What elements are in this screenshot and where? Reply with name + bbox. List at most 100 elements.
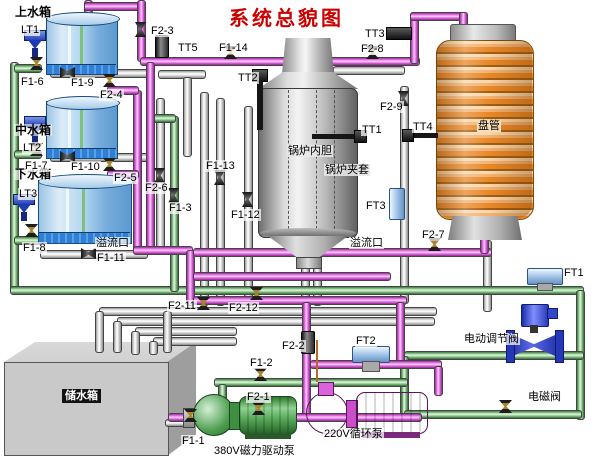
tt4-probe — [410, 133, 438, 138]
boiler-jacket-label: 锅炉夹套 — [324, 164, 370, 176]
upper-tank-label: 上水箱 — [14, 5, 53, 19]
boiler-inner-label: 锅炉内胆 — [287, 145, 333, 157]
valve-f2-1-label: F2-1 — [246, 391, 271, 403]
valve-f1-3-label: F1-3 — [168, 202, 193, 214]
valve-f1-11-label: F1-11 — [96, 252, 126, 264]
valve-f2-5-label: F2-5 — [113, 172, 138, 184]
pipe-green-pump-discharge — [214, 378, 408, 387]
valve-f1-9-label: F1-9 — [70, 77, 95, 89]
valve-f1-14-label: F1-14 — [218, 42, 249, 54]
storage-tank-label: 储水箱 — [62, 389, 101, 403]
valve-f1-8-icon[interactable] — [25, 224, 38, 237]
lt2-tag: LT2 — [22, 142, 43, 154]
pipe-hot-topleft-run — [84, 2, 144, 11]
valve-f1-7-label: F1-7 — [24, 160, 49, 172]
pipe-hot-top-main — [140, 57, 420, 66]
valve-f1-9-icon[interactable] — [60, 67, 75, 78]
pipe-hot-right-drop — [396, 302, 405, 366]
valve-f1-13-label: F1-13 — [205, 160, 236, 172]
overflow-right-label: 溢流口 — [349, 237, 384, 249]
valve-f2-6-label: F2-6 — [144, 182, 169, 194]
circulation-pump-220v[interactable] — [298, 380, 438, 440]
tt1-probe — [312, 134, 358, 139]
valve-f1-2-icon[interactable] — [254, 368, 267, 381]
valve-f2-1-icon[interactable] — [252, 402, 265, 415]
storage-tank — [4, 342, 198, 456]
pipe-hot-return-2 — [193, 272, 391, 281]
valve-f1-1-icon[interactable] — [184, 409, 197, 422]
drive-pump-label: 380V磁力驱动泵 — [213, 445, 296, 457]
pipe-green-main-run — [10, 286, 584, 295]
lt3-tag: LT3 — [18, 188, 39, 200]
valve-f2-2-label: F2-2 — [281, 340, 306, 352]
ft1-label: FT1 — [563, 267, 585, 279]
valve-f1-6-label: F1-6 — [20, 76, 45, 88]
valve-f2-12-icon[interactable] — [250, 287, 263, 300]
solenoid-valve-label: 电磁阀 — [527, 391, 562, 403]
pipe-tank-inlet-5 — [163, 311, 172, 353]
electric-regulating-valve[interactable] — [506, 304, 564, 366]
valve-f1-12-label: F1-12 — [230, 209, 261, 221]
ft1-stand — [537, 283, 553, 291]
overflow-left-label: 溢流口 — [95, 237, 130, 249]
coil-exchanger — [436, 24, 534, 242]
valve-f2-4-label: F2-4 — [99, 89, 124, 101]
valve-f2-8-label: F2-8 — [360, 43, 385, 55]
tt4-sensor-icon[interactable] — [402, 129, 414, 142]
valve-f1-1-label: F1-1 — [181, 435, 206, 447]
valve-f1-10-label: F1-10 — [70, 161, 101, 173]
electric-regulating-valve-label: 电动调节阀 — [463, 333, 520, 345]
pipe-tank-inlet-3 — [131, 331, 140, 355]
valve-f2-7-label: F2-7 — [421, 229, 446, 241]
valve-f1-11-icon[interactable] — [81, 248, 96, 259]
pipe-hot-arch — [133, 246, 193, 255]
page-title: 系统总貌图 — [229, 8, 344, 30]
pipe-hot-return-1 — [193, 248, 492, 257]
ft3-label: FT3 — [365, 200, 387, 212]
pipe-tank-inlet-2 — [113, 321, 122, 353]
valve-f1-6-icon[interactable] — [30, 57, 43, 70]
valve-f2-7-icon[interactable] — [428, 238, 441, 251]
valve-f2-3-label: F2-3 — [150, 25, 175, 37]
lower-tank — [38, 174, 134, 244]
middle-tank-label: 中水箱 — [14, 123, 53, 137]
valve-f1-10-icon[interactable] — [60, 151, 75, 162]
middle-tank — [46, 96, 120, 159]
pipe-tank-inlet-4 — [149, 341, 158, 355]
tt1-label: TT1 — [361, 124, 383, 136]
pipe-hot-left-2 — [146, 62, 155, 252]
tt4-label: TT4 — [412, 121, 434, 133]
pipe-hot-pump-inlet — [434, 366, 443, 396]
valve-f2-11-icon[interactable] — [197, 297, 210, 310]
boiler — [258, 38, 358, 269]
pipe-gray-left-drop — [183, 77, 192, 157]
valve-f2-12-label: F2-12 — [228, 302, 259, 314]
valve-solenoid-icon[interactable] — [499, 400, 512, 413]
pipe-tank-inlet-1 — [95, 311, 104, 353]
tt2-label: TT2 — [237, 72, 259, 84]
valve-f1-8-label: F1-8 — [22, 242, 47, 254]
valve-f2-9-label: F2-9 — [379, 101, 404, 113]
coil-label: 盘管 — [477, 120, 501, 132]
tt5-sensor-icon[interactable] — [155, 35, 169, 58]
tt3-label: TT3 — [364, 28, 386, 40]
thermo-wire — [316, 340, 318, 382]
upper-tank — [46, 12, 120, 75]
pipe-hot-return-3 — [193, 296, 407, 305]
ft3-device-icon[interactable] — [389, 188, 405, 220]
lt1-tag: LT1 — [20, 24, 41, 36]
tt5-label: TT5 — [177, 42, 199, 54]
pipe-gray-nest-1 — [99, 307, 437, 316]
ft2-stand — [362, 361, 380, 372]
ft2-label: FT2 — [355, 335, 377, 347]
pipe-gray-center-2 — [216, 98, 225, 306]
pipe-gray-nest-3 — [135, 327, 237, 336]
valve-f2-11-label: F2-11 — [167, 300, 197, 312]
tt3-sensor-icon[interactable] — [386, 27, 412, 40]
pipe-gray-top-left — [158, 70, 206, 79]
valve-f2-4-icon[interactable] — [103, 74, 116, 87]
valve-f2-5-icon[interactable] — [103, 158, 116, 171]
tt2-probe — [257, 80, 263, 130]
valve-f1-2-label: F1-2 — [249, 357, 274, 369]
